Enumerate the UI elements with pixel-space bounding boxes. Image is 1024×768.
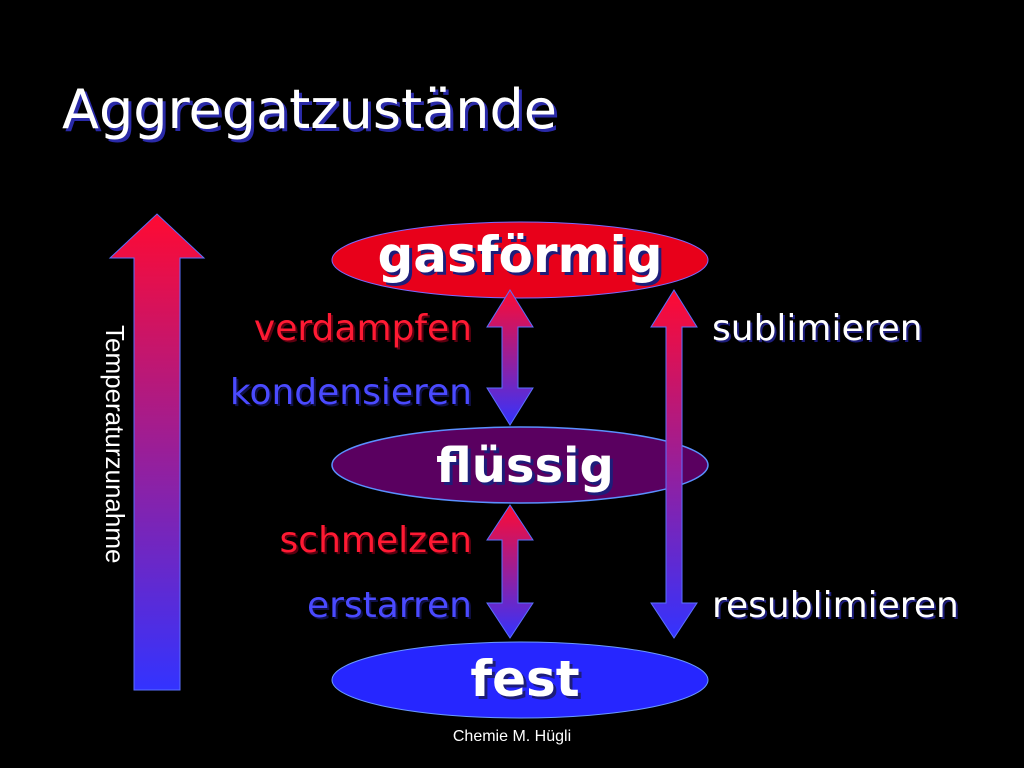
gas-state-ellipse	[331, 221, 709, 299]
liquid-state-label: flüssig	[436, 438, 614, 494]
process-melt: schmelzen	[279, 520, 472, 561]
process-freeze: erstarren	[306, 585, 472, 626]
process-sublimate: sublimieren	[712, 308, 923, 349]
arrow-gas-liquid	[486, 289, 534, 426]
slide-title: Aggregatzustände	[62, 78, 557, 141]
liquid-state-ellipse	[331, 426, 709, 504]
arrow-gas-solid	[650, 289, 698, 639]
solid-state-label: fest	[470, 650, 580, 708]
temperature-arrow	[108, 213, 206, 691]
temperature-axis-label: Temperaturzunahme	[100, 325, 130, 564]
solid-state-ellipse	[331, 641, 709, 719]
gas-state-label: gasförmig	[377, 226, 663, 284]
process-condense: kondensieren	[229, 372, 472, 413]
arrow-liquid-solid	[486, 504, 534, 639]
process-evaporate: verdampfen	[253, 308, 472, 349]
slide-footer: Chemie M. Hügli	[452, 728, 572, 745]
process-resublimate: resublimieren	[712, 585, 959, 626]
